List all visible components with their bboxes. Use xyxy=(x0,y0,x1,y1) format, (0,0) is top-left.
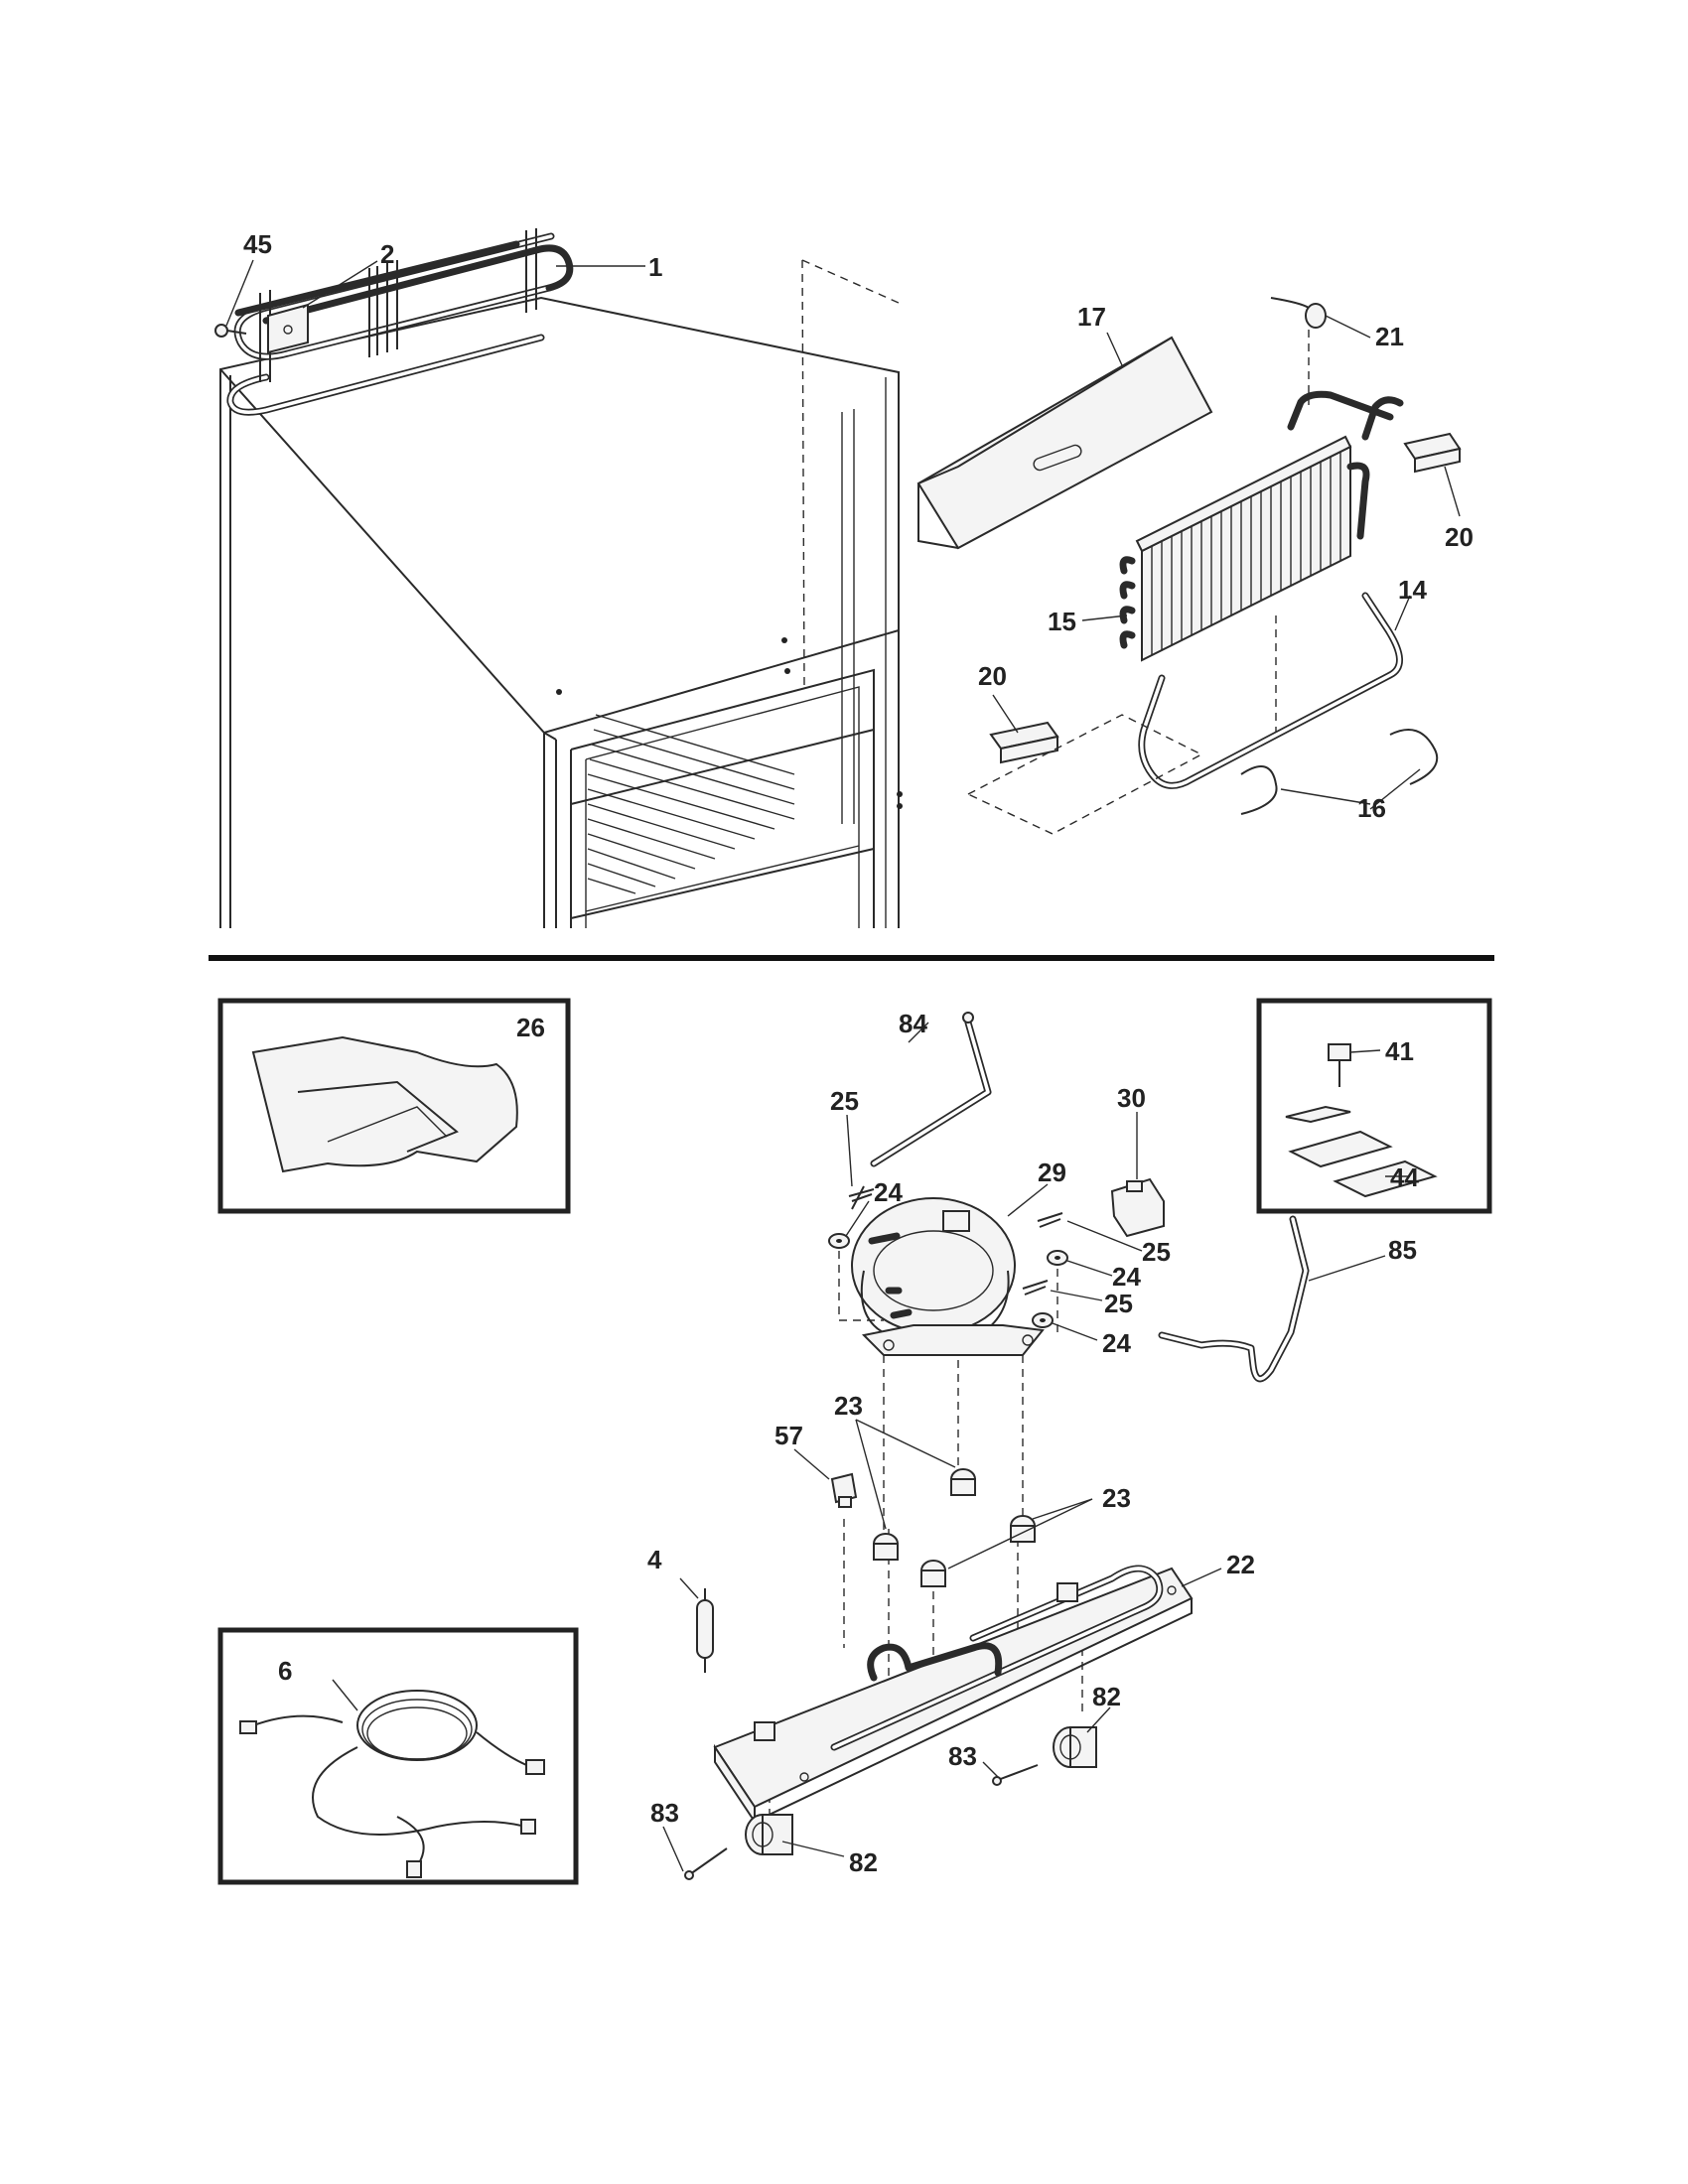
clip-part-25-a xyxy=(848,1185,875,1210)
callout-25-b: 25 xyxy=(1142,1237,1171,1267)
evaporator-cover-part-17 xyxy=(916,336,1213,550)
pin-part-83-b xyxy=(992,1764,1039,1786)
callout-82-a: 82 xyxy=(1092,1682,1121,1711)
foot-part-82-a xyxy=(745,1814,793,1855)
tube-part-85 xyxy=(1158,1215,1310,1383)
callout-83-b: 83 xyxy=(650,1798,679,1828)
callout-57: 57 xyxy=(774,1421,803,1450)
callout-82-b: 82 xyxy=(849,1847,878,1877)
callout-24-a: 24 xyxy=(874,1177,903,1207)
callout-22: 22 xyxy=(1226,1550,1255,1579)
callout-17: 17 xyxy=(1077,302,1106,332)
callout-6: 6 xyxy=(278,1656,292,1686)
sensor-part-21 xyxy=(1270,297,1327,329)
compressor-part-29 xyxy=(851,1197,1045,1356)
callout-labels: 45 2 1 17 21 20 14 15 20 16 26 84 41 44 … xyxy=(243,229,1474,1877)
callout-26: 26 xyxy=(516,1013,545,1042)
callout-14: 14 xyxy=(1398,575,1427,605)
clip-part-25-c xyxy=(1022,1280,1049,1296)
clip-part-57 xyxy=(830,1472,858,1508)
foot-part-82-b xyxy=(1053,1726,1097,1768)
leader-lines xyxy=(225,259,1461,1872)
inset-box-41-44 xyxy=(1256,998,1492,1214)
inset-box-6 xyxy=(217,1627,579,1885)
inset-box-26 xyxy=(217,998,571,1214)
callout-44: 44 xyxy=(1390,1162,1419,1192)
callout-30: 30 xyxy=(1117,1083,1146,1113)
callout-85: 85 xyxy=(1388,1235,1417,1265)
cabinet xyxy=(219,296,903,928)
callout-23-b: 23 xyxy=(1102,1483,1131,1513)
callout-4: 4 xyxy=(647,1545,662,1574)
relay-part-30 xyxy=(1110,1177,1165,1238)
grommet-part-23-b xyxy=(950,1468,976,1496)
callout-24-b: 24 xyxy=(1112,1262,1141,1292)
mount-block-part-20-lower xyxy=(989,721,1059,764)
callout-2: 2 xyxy=(380,239,394,269)
evaporator-part-15 xyxy=(1119,390,1404,662)
washer-part-24-c xyxy=(1032,1312,1054,1328)
callout-20-lower: 20 xyxy=(978,661,1007,691)
callout-16: 16 xyxy=(1357,793,1386,823)
callout-45: 45 xyxy=(243,229,272,259)
pin-part-83-a xyxy=(684,1847,728,1880)
callout-83-a: 83 xyxy=(948,1741,977,1771)
mount-block-part-20-upper xyxy=(1403,432,1462,474)
drier-part-4 xyxy=(696,1588,714,1673)
callout-41: 41 xyxy=(1385,1036,1414,1066)
callout-21: 21 xyxy=(1375,322,1404,351)
washer-part-24-b xyxy=(1047,1250,1068,1266)
heater-part-14 xyxy=(1138,592,1403,789)
callout-20-upper: 20 xyxy=(1445,522,1474,552)
condenser-coil xyxy=(226,228,574,416)
callout-23-a: 23 xyxy=(834,1391,863,1421)
clip-part-25-b xyxy=(1037,1212,1063,1228)
callout-25-a: 25 xyxy=(830,1086,859,1116)
grommet-part-23-d xyxy=(1010,1515,1036,1543)
grommet-part-23-c xyxy=(920,1560,946,1587)
clip-part-16 xyxy=(1240,729,1439,815)
washer-part-24-a xyxy=(828,1233,850,1249)
callout-29: 29 xyxy=(1038,1158,1066,1187)
screw-part-45 xyxy=(214,324,247,338)
bracket-part-2 xyxy=(267,303,309,354)
base-plate-part-22 xyxy=(713,1565,1194,1826)
callout-84: 84 xyxy=(899,1009,927,1038)
callout-25-c: 25 xyxy=(1104,1289,1133,1318)
callout-24-c: 24 xyxy=(1102,1328,1131,1358)
callout-1: 1 xyxy=(648,252,662,282)
tube-part-84 xyxy=(870,1012,992,1167)
grommet-part-23-a xyxy=(873,1533,899,1561)
callout-15: 15 xyxy=(1048,607,1076,636)
